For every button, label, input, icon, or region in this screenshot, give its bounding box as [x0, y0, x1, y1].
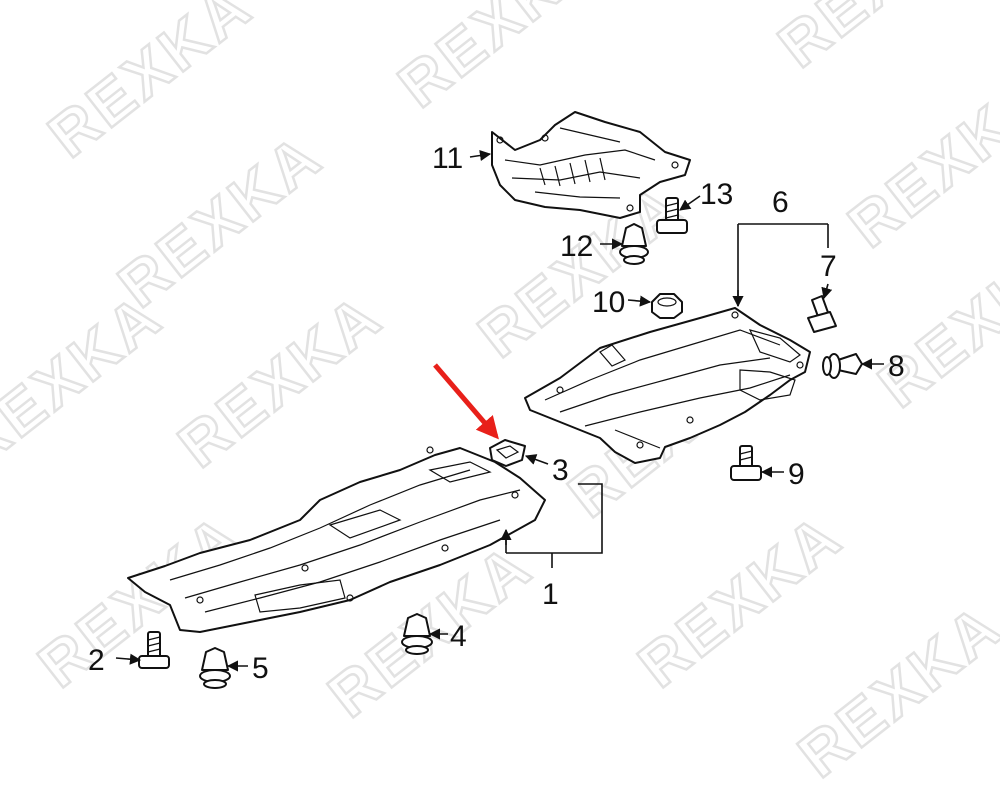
- leader-3: [524, 454, 549, 465]
- part-4-push-clip: [401, 613, 433, 655]
- part-9-bolt: [730, 445, 762, 481]
- callout-11: 11: [432, 142, 463, 175]
- part-13-bolt: [656, 197, 688, 234]
- part-5-push-clip: [199, 647, 231, 689]
- callout-8: 8: [888, 350, 905, 383]
- part-2-bolt: [138, 631, 170, 669]
- part-7-bolt: [807, 295, 837, 333]
- leader-6-bracket: [737, 223, 829, 306]
- callout-2: 2: [88, 644, 105, 677]
- watermark: REXKA: [786, 591, 1000, 791]
- part-10-nut: [651, 293, 683, 319]
- leader-2: [115, 653, 142, 665]
- part-6-right-shield: [524, 307, 811, 464]
- leader-10: [627, 295, 652, 307]
- callout-1: 1: [542, 578, 559, 611]
- callout-6: 6: [772, 186, 789, 219]
- callout-7: 7: [820, 250, 837, 283]
- callout-3: 3: [552, 454, 569, 487]
- watermark: REXKA: [0, 281, 175, 481]
- watermark: REXKA: [386, 0, 615, 121]
- watermark: REXKA: [626, 501, 855, 701]
- part-11-upper-shield: [491, 111, 691, 219]
- leader-11: [469, 149, 492, 162]
- callout-10: 10: [592, 286, 625, 319]
- watermark: REXKA: [766, 0, 995, 81]
- callout-13: 13: [700, 178, 733, 211]
- leader-lines: [115, 149, 884, 672]
- watermark: REXKA: [836, 61, 1000, 261]
- watermark: REXKA: [36, 0, 265, 171]
- leader-7: [821, 283, 833, 300]
- callout-12: 12: [560, 230, 593, 263]
- callout-labels: 11 13 6 12 7 10 8 3 9 1 4 2 5: [88, 142, 905, 685]
- callout-5: 5: [252, 652, 269, 685]
- part-1-left-shield: [127, 446, 546, 633]
- part-8-push-clip: [822, 353, 863, 379]
- watermark: REXKA: [166, 281, 395, 481]
- callout-9: 9: [788, 458, 805, 491]
- callout-4: 4: [450, 620, 467, 653]
- part-12-push-clip: [619, 223, 649, 265]
- highlight-arrow: [433, 363, 499, 440]
- leader-13: [679, 195, 701, 211]
- part-3-clip-nut: [489, 439, 526, 467]
